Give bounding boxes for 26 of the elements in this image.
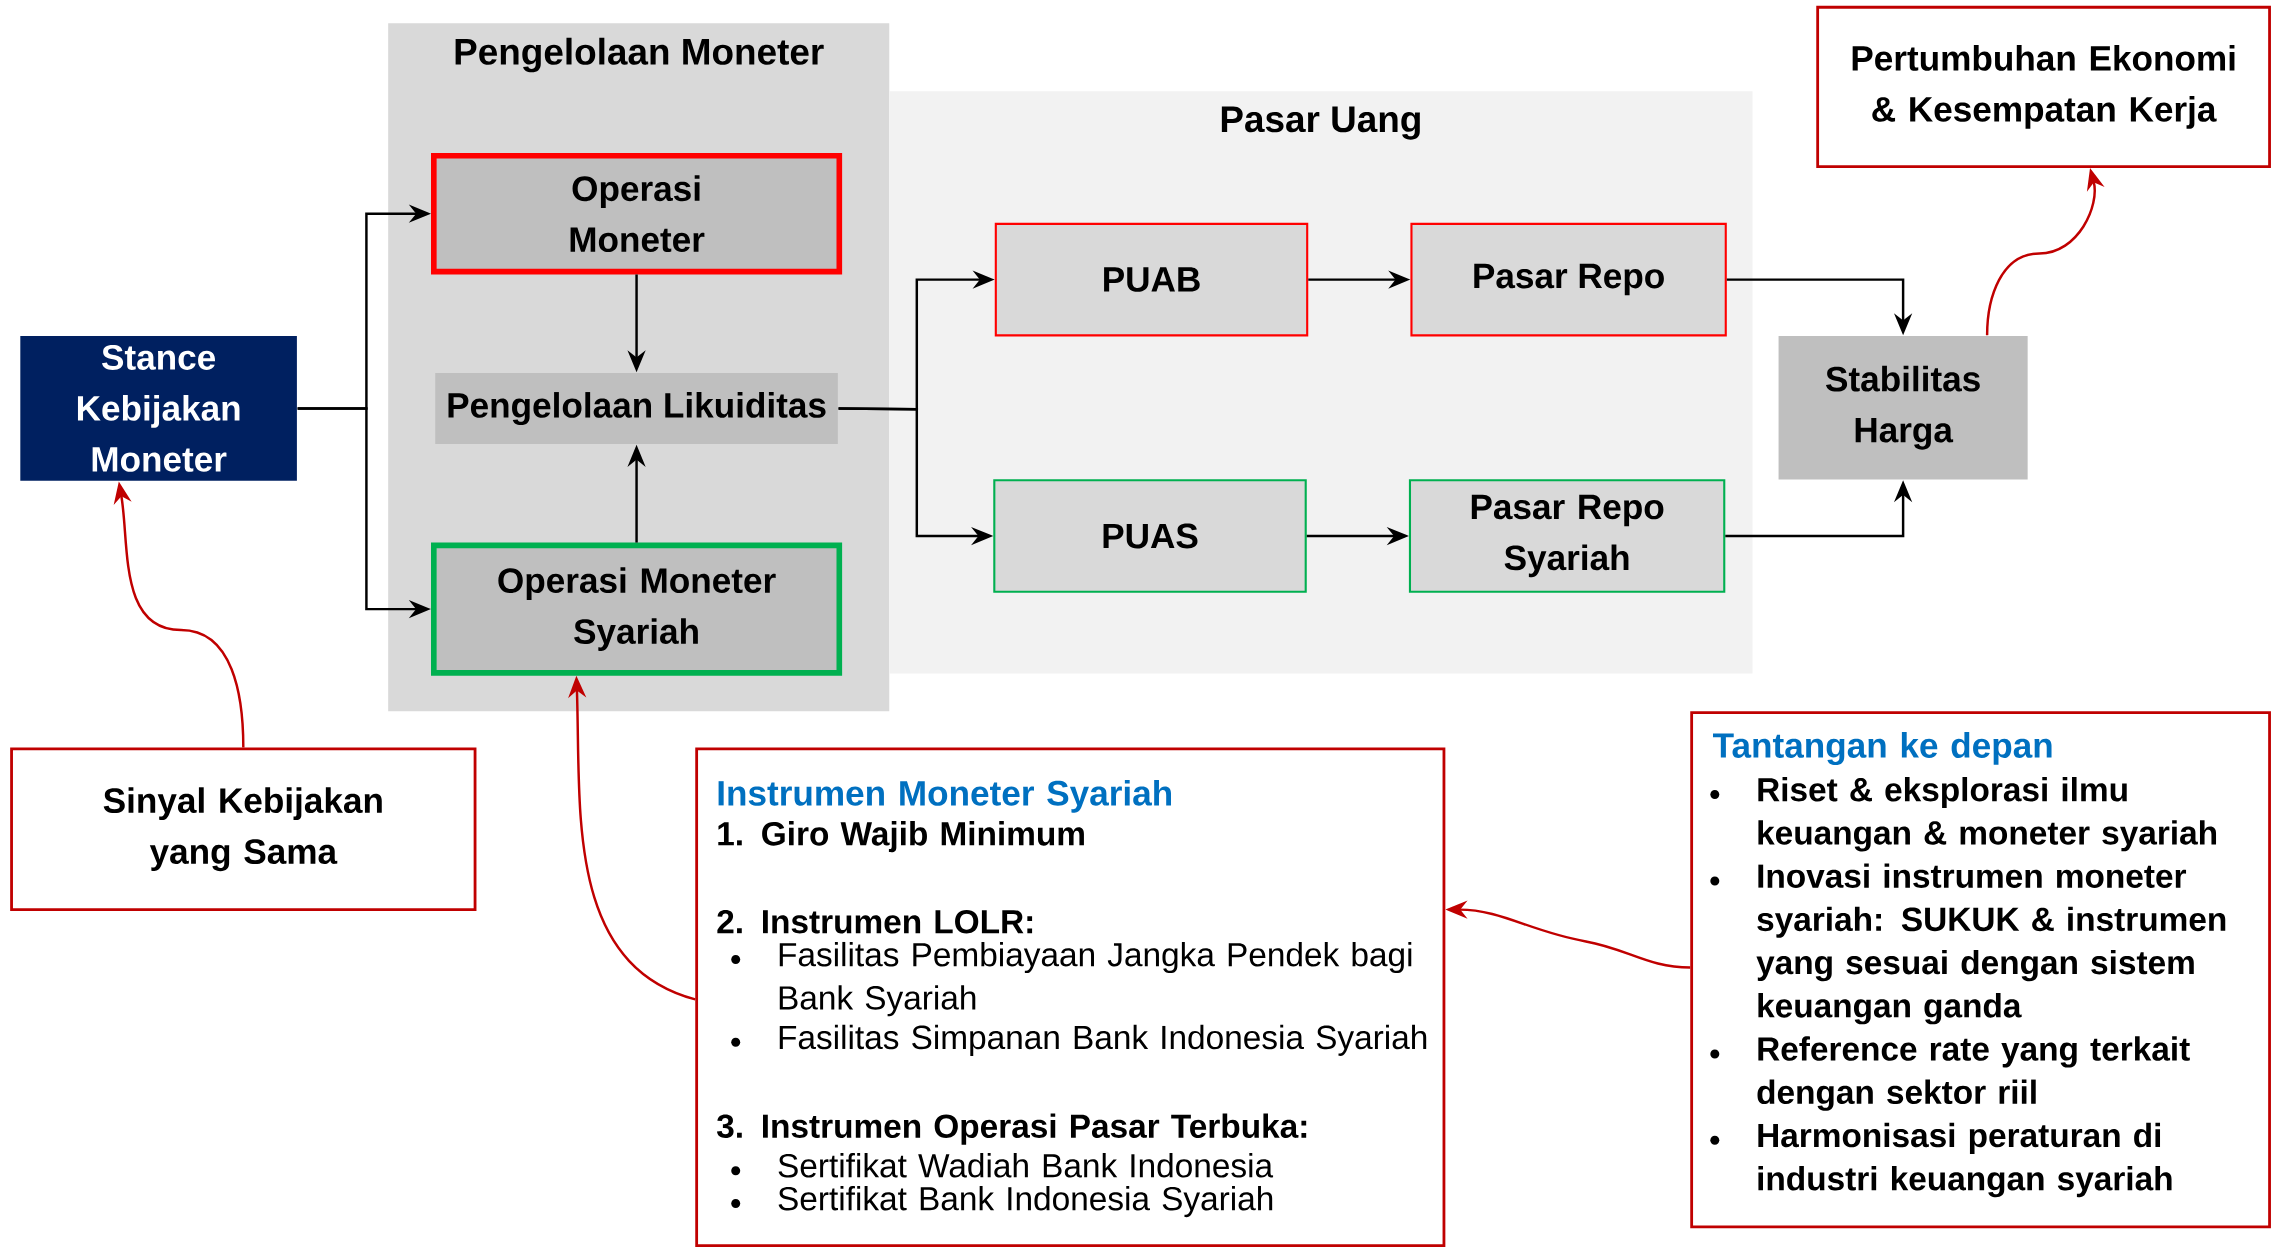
list-item: Fasilitas Simpanan Bank Indonesia Syariah: [731, 1025, 1427, 1057]
outcome-box: Pertumbuhan Ekonomi & Kesempatan Kerja: [1816, 6, 2271, 169]
market-box: PUAS: [993, 479, 1307, 594]
process-box: Operasi Moneter: [431, 153, 843, 275]
list-item: Reference rate yang terkait dengan sektor riil: [1710, 1036, 2190, 1112]
list-item: Fasilitas Pembiayaan Jangka Pendek bagi Bank Syariah: [731, 942, 1412, 1017]
process-box: Operasi Moneter Syariah: [431, 542, 843, 676]
list-heading: 1. Giro Wajib Minimum: [718, 821, 1084, 853]
list-item: Sertifikat Wadiah Bank Indonesia: [731, 1153, 1274, 1178]
outcome-box: Stabilitas Harga: [1778, 336, 2028, 480]
list-item: Sertifikat Bank Indonesia Syariah: [731, 1186, 1273, 1218]
text-box: [1690, 711, 2271, 1229]
box-heading: Tantangan ke depan: [1713, 732, 2052, 766]
list-heading: 2. Instrumen LOLR:: [717, 910, 1033, 934]
note-box: Sinyal Kebijakan yang Sama: [10, 747, 477, 912]
list-item: Harmonisasi peraturan di industri keuangan syariah: [1710, 1123, 2172, 1198]
list-item: Riset & eksplorasi ilmu keuangan & moneter syariah: [1710, 777, 2217, 852]
market-box: Pasar Repo: [1410, 223, 1727, 337]
list-item: Inovasi instrumen moneter syariah: SUKUK & instrumen yang sesuai dengan sistem keuangan ganda: [1710, 863, 2226, 1025]
list-heading: 3. Instrumen Operasi Pasar Terbuka:: [717, 1113, 1307, 1145]
market-box: PUAB: [994, 223, 1309, 337]
box-heading: Instrumen Moneter Syariah: [718, 780, 1171, 813]
text-box: [695, 747, 1446, 1248]
process-box: Pengelolaan Likuiditas: [435, 373, 838, 445]
policy-box: Stance Kebijakan Moneter: [20, 336, 297, 482]
market-box: Pasar Repo Syariah: [1408, 479, 1726, 594]
